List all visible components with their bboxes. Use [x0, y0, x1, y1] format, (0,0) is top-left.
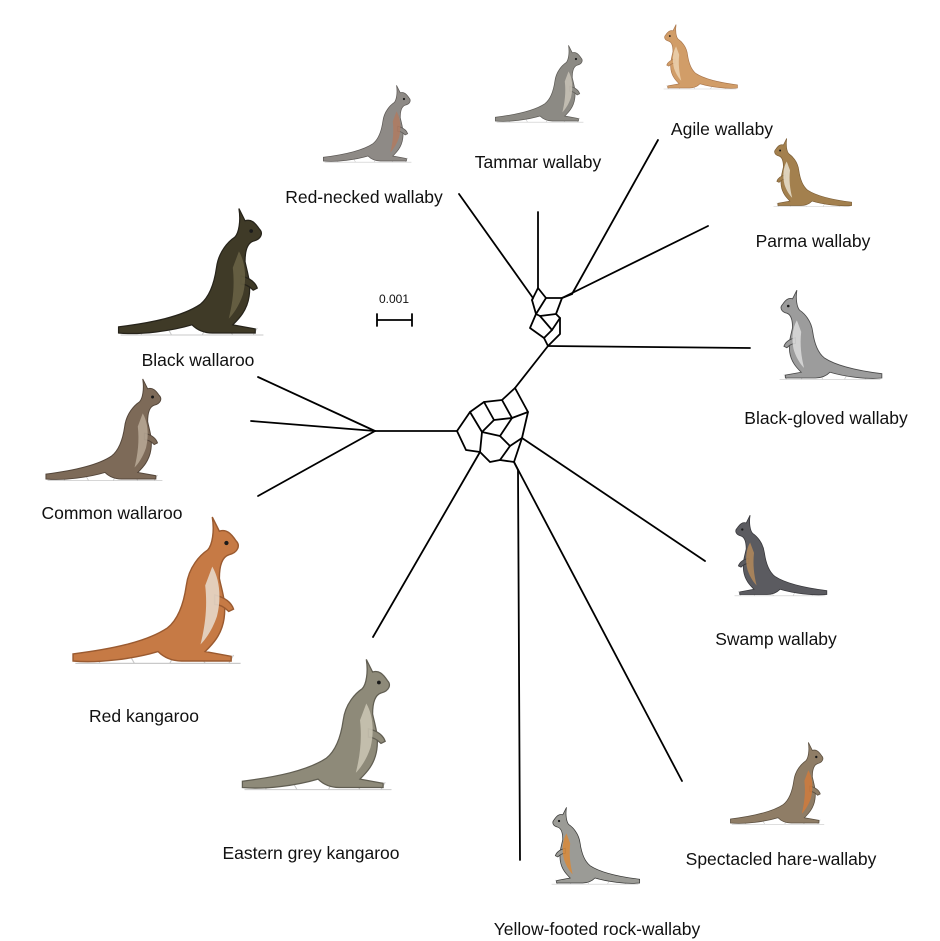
illustration-yellow-footed [552, 807, 640, 884]
label-red-necked-wallaby: Red-necked wallaby [285, 187, 443, 207]
branch-swamp [522, 438, 705, 561]
label-parma-wallaby: Parma wallaby [756, 231, 871, 251]
branch-central-stem [515, 346, 548, 388]
branch-red-necked [459, 194, 533, 298]
illustration-agile [664, 25, 738, 89]
label-common-wallaroo: Common wallaroo [41, 503, 182, 523]
branch-black-gloved [548, 346, 750, 348]
label-yellow-footed-rock-wallaby: Yellow-footed rock-wallaby [494, 919, 701, 939]
illustration-eastern-grey [242, 659, 391, 789]
network-tree [251, 140, 750, 860]
branch-yellow-footed [518, 470, 520, 860]
illustration-spectacled [730, 742, 824, 824]
illustration-parma [774, 138, 852, 206]
label-tammar-wallaby: Tammar wallaby [475, 152, 602, 172]
label-spectacled-hare-wallaby: Spectacled hare-wallaby [686, 849, 877, 869]
branch-parma [562, 226, 708, 298]
network-edges [251, 140, 750, 860]
scale-bar: 0.001 [377, 292, 412, 326]
label-eastern-grey-kangaroo: Eastern grey kangaroo [222, 843, 399, 863]
illustration-swamp [735, 515, 827, 596]
illustration-red [73, 517, 241, 663]
branch-spectacled [514, 462, 682, 781]
species-illustrations [46, 25, 882, 885]
label-agile-wallaby: Agile wallaby [671, 119, 773, 139]
illustration-common-wallaroo [46, 379, 162, 481]
reticulation-upper [530, 288, 572, 346]
label-black-wallaroo: Black wallaroo [142, 350, 255, 370]
illustration-tammar [495, 45, 583, 122]
label-swamp-wallaby: Swamp wallaby [715, 629, 837, 649]
reticulation-central [457, 388, 528, 470]
branch-eastern-grey [373, 452, 480, 637]
scale-bar-label: 0.001 [379, 292, 409, 306]
branch-red [258, 431, 375, 496]
illustration-black-gloved [780, 290, 882, 379]
label-red-kangaroo: Red kangaroo [89, 706, 199, 726]
illustration-black-wallaroo [119, 209, 264, 335]
illustration-red-necked [323, 85, 411, 162]
label-black-gloved-wallaby: Black-gloved wallaby [744, 408, 908, 428]
